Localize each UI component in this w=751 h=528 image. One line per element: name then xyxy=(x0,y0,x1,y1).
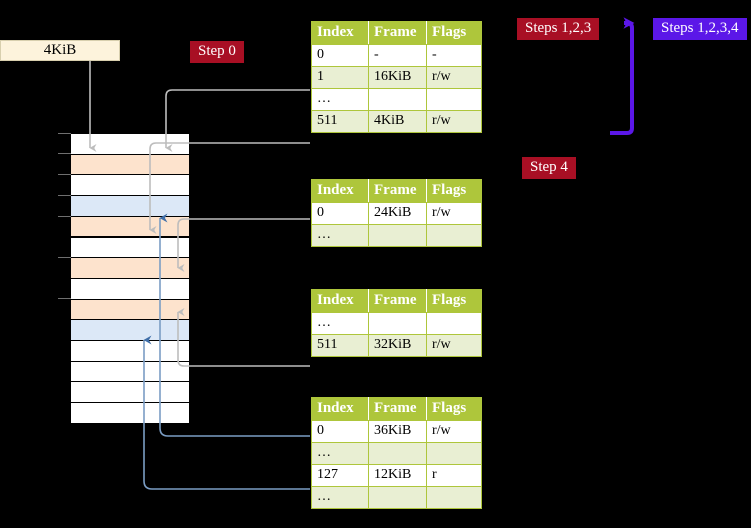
grid-tick xyxy=(58,153,71,154)
grid-tick xyxy=(58,257,71,258)
column-header-frame: Frame xyxy=(368,289,427,313)
cell-flags xyxy=(426,442,482,465)
table-row: … xyxy=(311,486,482,509)
badge-steps-123: Steps 1,2,3 xyxy=(517,18,600,40)
cell-flags xyxy=(426,88,482,111)
cell-index: 511 xyxy=(311,110,369,133)
column-header-frame: Frame xyxy=(368,179,427,203)
cell-flags xyxy=(426,224,482,247)
cell-flags: r/w xyxy=(426,420,482,443)
cell-frame xyxy=(368,224,427,247)
cell-frame: 4KiB xyxy=(368,110,427,133)
cell-flags: r/w xyxy=(426,110,482,133)
column-header-index: Index xyxy=(311,21,369,45)
memory-frame-row xyxy=(70,133,190,155)
wire-l1-24kib-to-frame xyxy=(177,218,310,272)
cell-frame xyxy=(368,88,427,111)
table-row: … xyxy=(311,312,482,335)
wire-steps-bracket xyxy=(610,17,635,135)
memory-frame-row xyxy=(70,153,190,176)
wire-l2-32kib-to-frame xyxy=(177,308,310,367)
column-header-frame: Frame xyxy=(368,397,427,421)
cell-flags: r xyxy=(426,464,482,487)
cell-index: … xyxy=(311,224,369,247)
cell-frame xyxy=(368,486,427,509)
cell-flags: r/w xyxy=(426,202,482,225)
memory-frame-row xyxy=(70,277,190,300)
column-header-frame: Frame xyxy=(368,21,427,45)
table-row: … xyxy=(311,224,482,247)
grid-tick xyxy=(58,298,71,299)
cell-frame: 24KiB xyxy=(368,202,427,225)
grid-tick xyxy=(58,195,71,196)
cell-frame: - xyxy=(368,44,427,67)
column-header-flags: Flags xyxy=(426,289,482,313)
cell-frame xyxy=(368,312,427,335)
memory-frame-row xyxy=(70,174,190,197)
table-row: 0-- xyxy=(311,44,482,67)
cell-frame xyxy=(368,442,427,465)
badge-step-0: Step 0 xyxy=(190,41,244,63)
cell-flags: r/w xyxy=(426,66,482,89)
cell-frame: 36KiB xyxy=(368,420,427,443)
badge-steps-1234: Steps 1,2,3,4 xyxy=(653,18,747,40)
table-row: … xyxy=(311,88,482,111)
cell-index: 511 xyxy=(311,334,369,357)
cell-index: … xyxy=(311,88,369,111)
memory-frame-row xyxy=(70,298,190,321)
memory-frame-row xyxy=(70,402,190,424)
grid-tick xyxy=(58,133,71,134)
column-header-index: Index xyxy=(311,397,369,421)
memory-frame-row xyxy=(70,360,190,383)
cell-index: … xyxy=(311,486,369,509)
badge-step-4: Step 4 xyxy=(522,157,576,179)
memory-frame-row xyxy=(70,195,190,217)
column-header-index: Index xyxy=(311,179,369,203)
column-header-flags: Flags xyxy=(426,179,482,203)
cell-index: 0 xyxy=(311,44,369,67)
cell-index: … xyxy=(311,312,369,335)
cell-flags: r/w xyxy=(426,334,482,357)
cell-flags: - xyxy=(426,44,482,67)
frame-label-4kib: 4KiB xyxy=(0,40,120,61)
frame-label-4kib-text: 4KiB xyxy=(43,42,77,58)
cell-flags xyxy=(426,486,482,509)
memory-frame-row xyxy=(70,257,190,279)
cell-flags xyxy=(426,312,482,335)
memory-frame-row xyxy=(70,340,190,362)
cell-index: 0 xyxy=(311,420,369,443)
memory-frame-row xyxy=(70,319,190,341)
memory-frame-row xyxy=(70,236,190,259)
memory-frame-row xyxy=(70,215,190,238)
physical-memory-grid xyxy=(70,133,190,424)
cell-frame: 16KiB xyxy=(368,66,427,89)
table-row: … xyxy=(311,442,482,465)
column-header-flags: Flags xyxy=(426,21,482,45)
cell-index: 127 xyxy=(311,464,369,487)
cell-frame: 12KiB xyxy=(368,464,427,487)
column-header-flags: Flags xyxy=(426,397,482,421)
cell-index: … xyxy=(311,442,369,465)
cell-index: 1 xyxy=(311,66,369,89)
column-header-index: Index xyxy=(311,289,369,313)
grid-tick xyxy=(58,216,71,217)
grid-tick xyxy=(58,174,71,175)
memory-frame-row xyxy=(70,381,190,404)
cell-frame: 32KiB xyxy=(368,334,427,357)
cell-index: 0 xyxy=(311,202,369,225)
